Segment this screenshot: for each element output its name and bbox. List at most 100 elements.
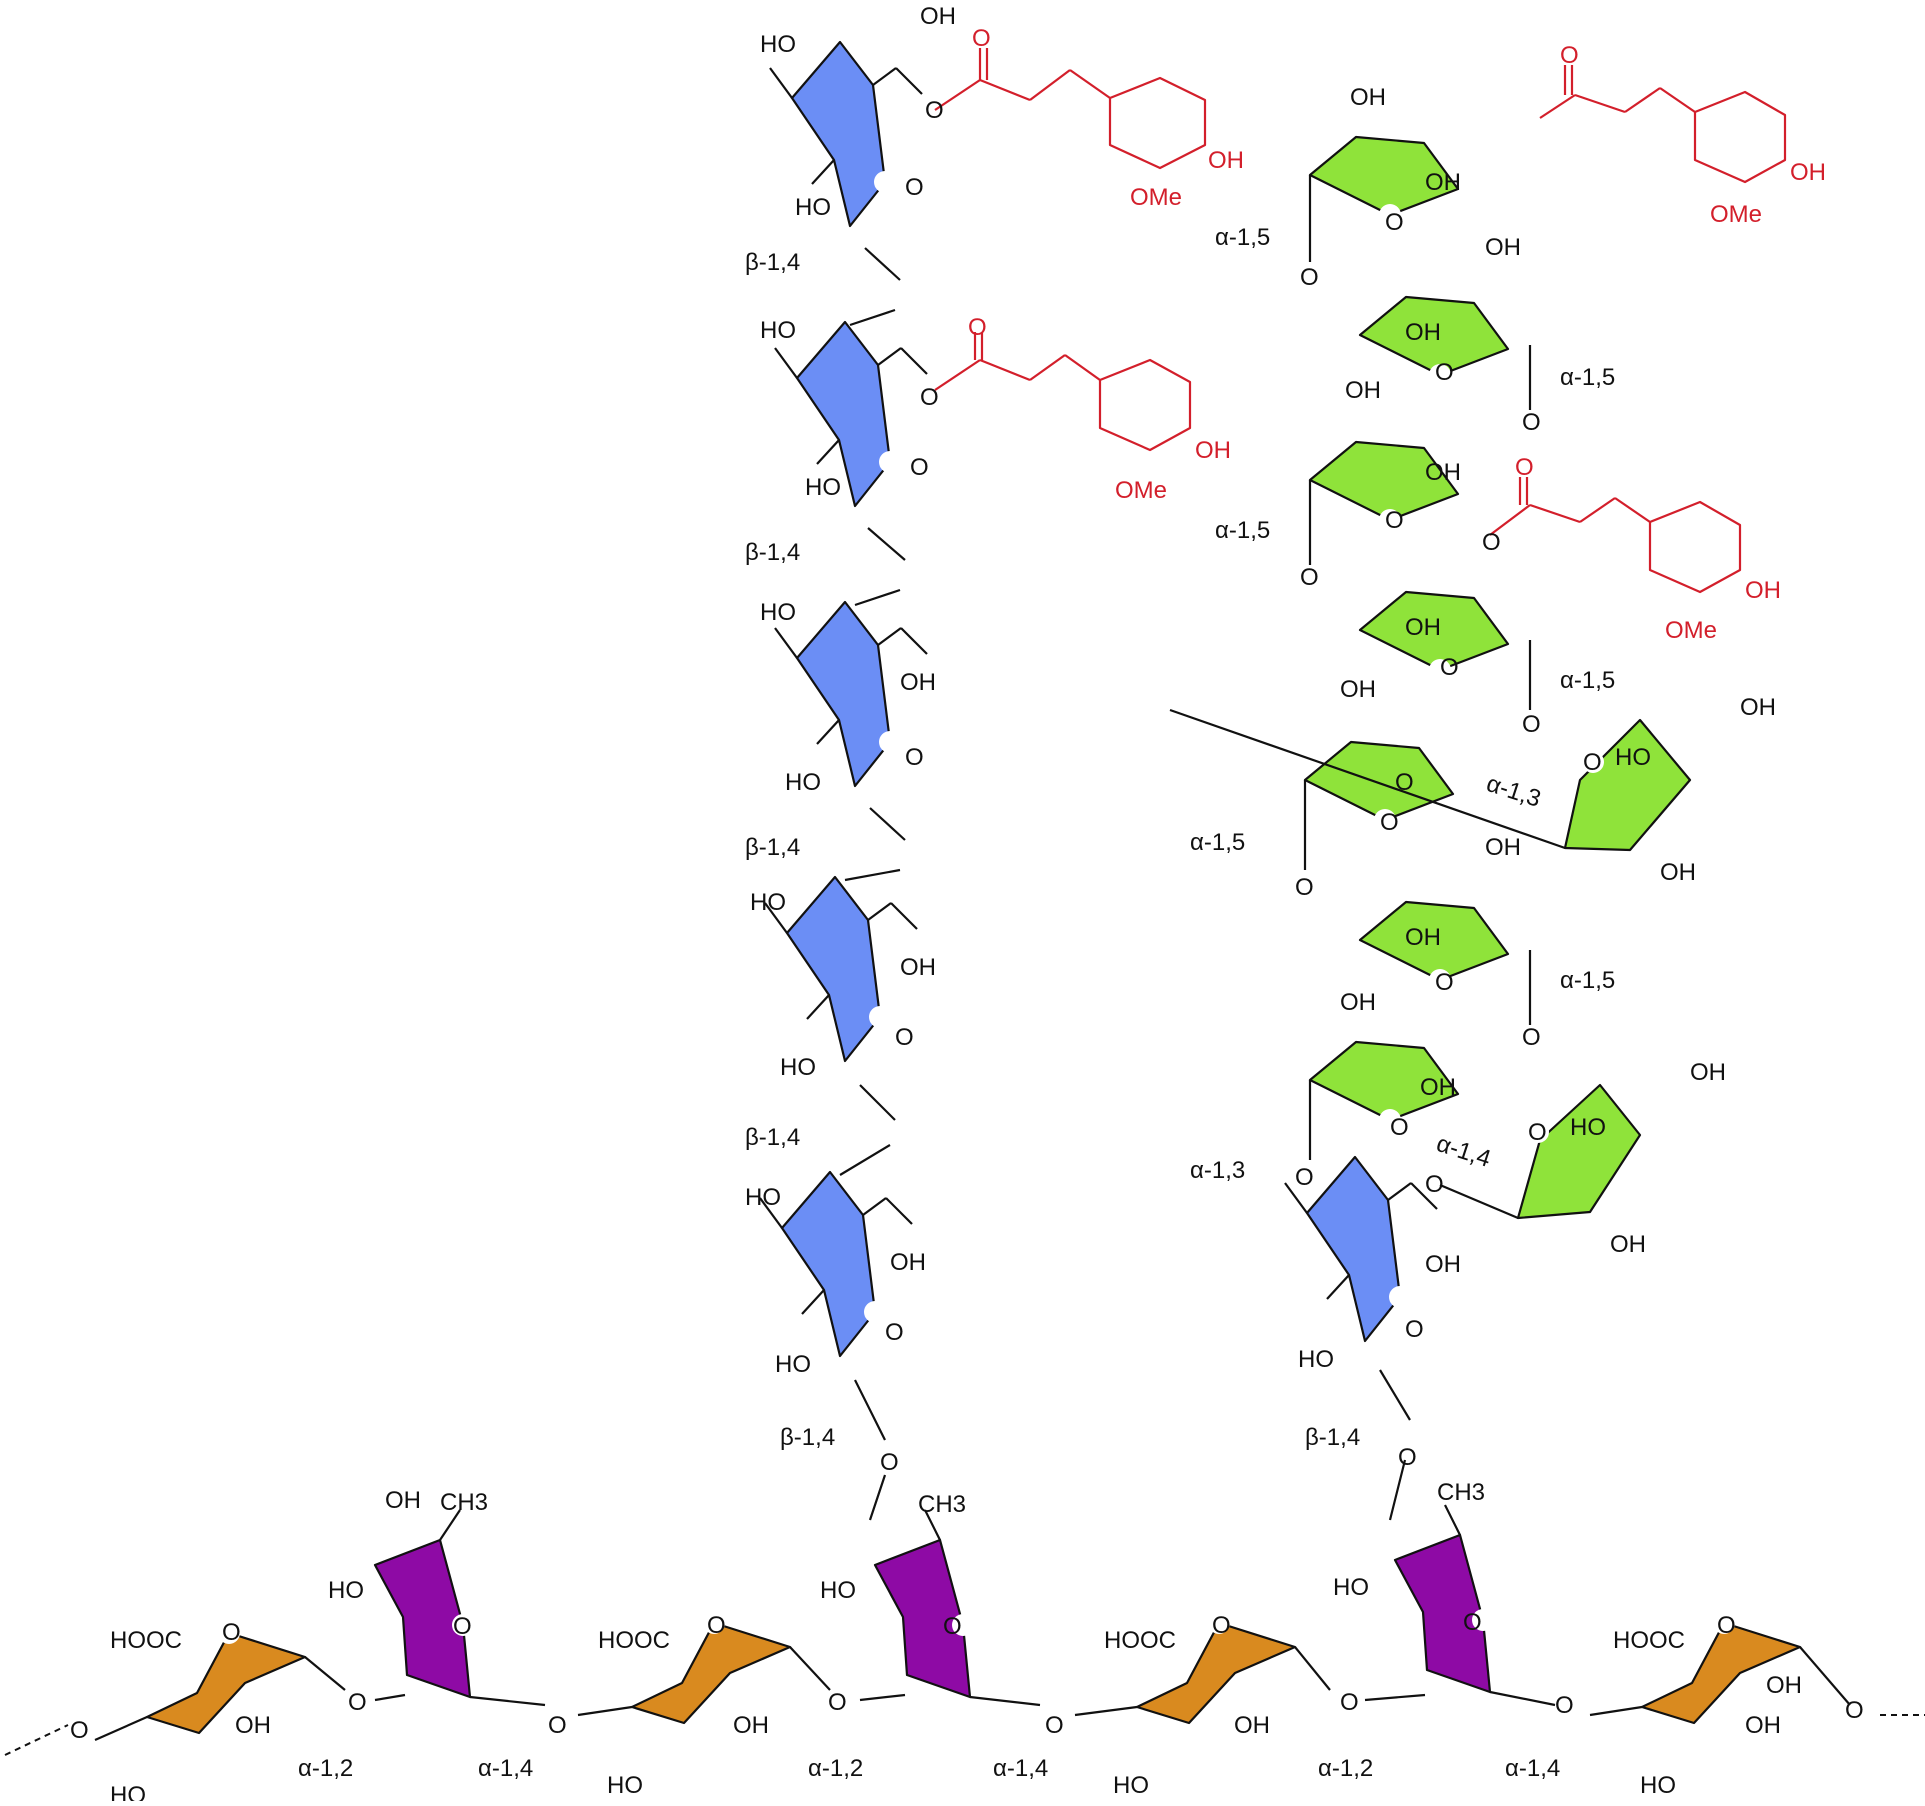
linkage-label: α-1,4: [1433, 1130, 1494, 1173]
ferulate-atom-label: O: [1560, 42, 1579, 69]
atom-label: HO: [760, 31, 796, 58]
atom-label: OH: [1345, 377, 1381, 404]
atom-label: O: [1435, 969, 1454, 996]
atom-label: HO: [760, 317, 796, 344]
atom-label: O: [925, 97, 944, 124]
atom-label: HO: [775, 1351, 811, 1378]
linkage-label: α-1,5: [1215, 224, 1270, 251]
atom-label: O: [1522, 409, 1541, 436]
ferulate-atom-label: O: [1515, 454, 1534, 481]
atom-label: O: [1405, 1316, 1424, 1343]
atom-label: HO: [1640, 1772, 1676, 1799]
atom-label: O: [1295, 874, 1314, 901]
atom-label: O: [920, 384, 939, 411]
atom-label: O: [1528, 1119, 1547, 1146]
xylose-chain-left: [758, 40, 929, 1521]
ferulate-atom-label: OH: [1208, 147, 1244, 174]
atom-label: O: [905, 744, 924, 771]
atom-label: OH: [1425, 169, 1461, 196]
atom-label: OH: [1740, 694, 1776, 721]
atom-label: O: [905, 174, 924, 201]
atom-label: OH: [1425, 1251, 1461, 1278]
linkage-label: α-1,4: [478, 1755, 533, 1782]
ferulate-atom-label: OH: [1745, 577, 1781, 604]
atom-label: OH: [1766, 1672, 1802, 1699]
atom-label: HO: [805, 474, 841, 501]
linkage-label: α-1,3: [1483, 770, 1544, 813]
atom-label: HO: [820, 1577, 856, 1604]
atom-label: O: [943, 1613, 962, 1640]
atom-label: HO: [750, 889, 786, 916]
atom-label: O: [1340, 1689, 1359, 1716]
atom-label: HO: [1570, 1114, 1606, 1141]
atom-label: O: [1522, 1024, 1541, 1051]
linkage-label: β-1,4: [745, 249, 800, 276]
atom-label: O: [1212, 1612, 1231, 1639]
linkage-label: α-1,5: [1560, 667, 1615, 694]
atom-label: O: [1398, 1444, 1417, 1471]
linkage-label: β-1,4: [745, 539, 800, 566]
linkage-label: β-1,4: [745, 1124, 800, 1151]
ferulate-atom-label: O: [968, 314, 987, 341]
atom-label: OH: [1350, 84, 1386, 111]
atom-label: OH: [1745, 1712, 1781, 1739]
atom-label: HOOC: [598, 1627, 670, 1654]
atom-label: HOOC: [1104, 1627, 1176, 1654]
linkage-label: α-1,2: [1318, 1755, 1373, 1782]
atom-label: O: [1390, 1114, 1409, 1141]
atom-label: OH: [1234, 1712, 1270, 1739]
atom-label: O: [1395, 769, 1414, 796]
atom-label: O: [1045, 1712, 1064, 1739]
ferulate-4: [1489, 477, 1742, 594]
arabinose-chain-right: [1169, 135, 1692, 1220]
atom-label: OH: [1485, 834, 1521, 861]
atom-label: HO: [607, 1772, 643, 1799]
atom-label: HO: [110, 1782, 146, 1801]
atom-label: CH3: [440, 1489, 488, 1516]
atom-label: O: [1425, 1171, 1444, 1198]
atom-label: HOOC: [110, 1627, 182, 1654]
atom-label: O: [1295, 1164, 1314, 1191]
ferulate-atom-label: OMe: [1710, 201, 1762, 228]
atom-label: OH: [235, 1712, 271, 1739]
atom-label: HO: [785, 769, 821, 796]
atom-label: O: [1385, 209, 1404, 236]
linkage-label: α-1,2: [298, 1755, 353, 1782]
atom-label: O: [1435, 359, 1454, 386]
xylose-right: [1283, 1155, 1439, 1521]
ferulate-atom-label: OMe: [1115, 477, 1167, 504]
atom-label: OH: [900, 669, 936, 696]
linkage-label: α-1,2: [808, 1755, 863, 1782]
atom-label: O: [453, 1613, 472, 1640]
atom-label: OH: [1405, 614, 1441, 641]
atom-label: HO: [1333, 1574, 1369, 1601]
linkage-label: α-1,5: [1190, 829, 1245, 856]
linkage-label: α-1,5: [1560, 364, 1615, 391]
ferulate-3: [1539, 65, 1787, 184]
atom-label: CH3: [918, 1491, 966, 1518]
atom-labels: HOOHOOHOHOOOHOHOOHOHOHOOHOHOHOOHOHOOOHOH…: [70, 3, 1864, 1806]
atom-label: O: [910, 454, 929, 481]
atom-label: O: [1583, 749, 1602, 776]
atom-label: HO: [328, 1577, 364, 1604]
ferulate-atom-label: OMe: [1130, 184, 1182, 211]
linkage-label: α-1,4: [1505, 1755, 1560, 1782]
atom-label: O: [222, 1619, 241, 1646]
linkage-label: α-1,3: [1190, 1157, 1245, 1184]
ferulate-2: [934, 332, 1192, 452]
atom-label: O: [348, 1689, 367, 1716]
linkage-label: β-1,4: [780, 1424, 835, 1451]
atom-label: OH: [920, 3, 956, 30]
atom-label: O: [880, 1449, 899, 1476]
ferulate-1: [934, 48, 1207, 170]
linkage-label: β-1,4: [1305, 1424, 1360, 1451]
atom-label: HOOC: [1613, 1627, 1685, 1654]
ferulate-atom-label: OMe: [1665, 617, 1717, 644]
atom-label: O: [895, 1024, 914, 1051]
atom-label: OH: [1340, 989, 1376, 1016]
atom-label: OH: [733, 1712, 769, 1739]
linkage-label: α-1,5: [1215, 517, 1270, 544]
